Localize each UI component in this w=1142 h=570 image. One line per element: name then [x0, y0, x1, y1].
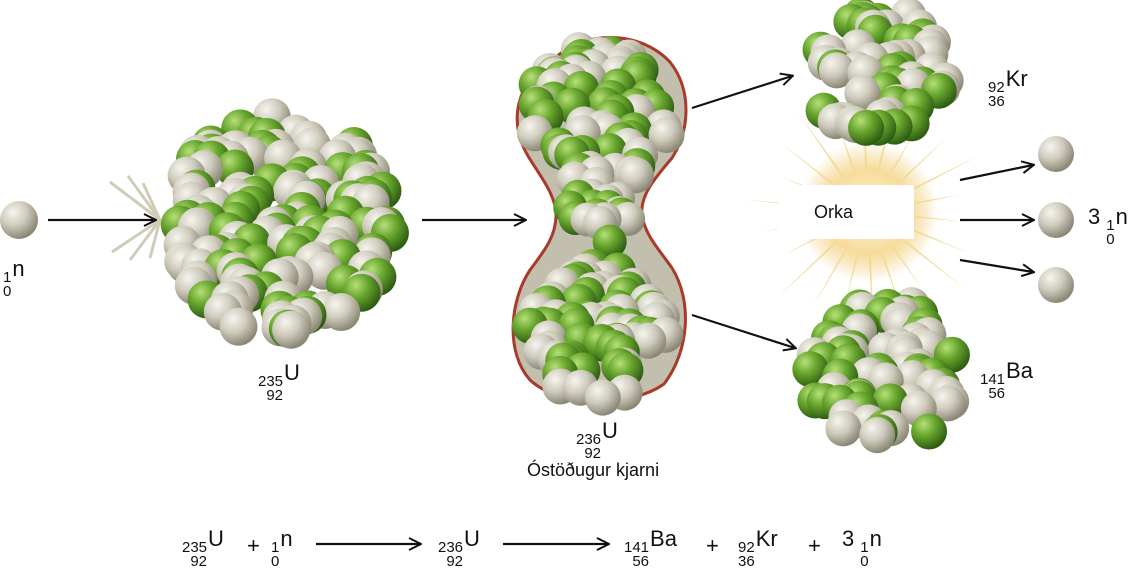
- output-neutron: [1038, 267, 1074, 303]
- mass-number: 1: [860, 539, 869, 556]
- atomic-number: 0: [271, 553, 280, 570]
- mass-number: 92: [988, 79, 1005, 96]
- kr92-nucleon: [844, 75, 881, 112]
- reaction-arrow: [691, 76, 792, 110]
- atomic-number: 36: [988, 93, 1005, 111]
- element-symbol: U: [208, 526, 224, 551]
- output-neutron: [1038, 202, 1074, 238]
- reaction-arrow: [959, 165, 1033, 182]
- mass-number: 141: [980, 371, 1006, 388]
- element-symbol: n: [869, 526, 882, 551]
- atomic-number: 36: [738, 553, 755, 570]
- equation-plus-3: +: [808, 533, 821, 558]
- u235-nucleon: [272, 310, 311, 349]
- mass-number: 1: [3, 269, 12, 286]
- mass-number: 235: [182, 539, 208, 556]
- ba141-nucleon: [929, 385, 966, 422]
- coefficient: 3: [842, 526, 855, 551]
- mass-number: 236: [576, 431, 602, 448]
- u236-nucleon: [584, 379, 621, 416]
- mass-number: 1: [1106, 217, 1115, 234]
- mass-number: 236: [438, 539, 464, 556]
- u236-nucleon: [611, 201, 646, 236]
- output-neutron: [1038, 136, 1074, 172]
- atomic-number: 0: [3, 283, 12, 301]
- impact-line: [148, 219, 162, 259]
- element-symbol: Kr: [1005, 66, 1028, 91]
- element-symbol: Kr: [755, 526, 778, 551]
- equation-plus-1: +: [247, 533, 260, 558]
- atomic-number: 0: [860, 553, 869, 570]
- ba141-nucleon: [792, 351, 829, 388]
- atomic-number: 92: [190, 553, 208, 570]
- nucleon-clusters: [0, 0, 1074, 454]
- element-symbol: U: [284, 360, 300, 385]
- u235-nucleon: [322, 293, 361, 332]
- element-symbol: Ba: [1006, 358, 1033, 383]
- unstable-nucleus-caption: Óstöðugur kjarni: [527, 460, 660, 480]
- ba141-nucleon: [911, 413, 948, 450]
- reaction-arrow: [691, 313, 795, 348]
- atomic-number: 56: [632, 553, 650, 570]
- kr92-nucleon: [848, 109, 885, 146]
- reaction-arrows: [48, 76, 1033, 544]
- element-symbol: U: [464, 526, 480, 551]
- mass-number: 92: [738, 539, 755, 556]
- u235-nucleon: [219, 307, 258, 346]
- coefficient: 3: [1088, 204, 1101, 229]
- kr92-nucleon: [818, 52, 855, 89]
- u236-nucleon: [648, 117, 685, 154]
- element-symbol: n: [280, 526, 293, 551]
- atomic-number: 92: [446, 553, 464, 570]
- atomic-number: 56: [988, 385, 1006, 403]
- reaction-arrow: [959, 258, 1033, 272]
- mass-number: 235: [258, 373, 284, 390]
- element-symbol: Ba: [650, 526, 677, 551]
- energy-label-box: Orka: [778, 185, 914, 239]
- mass-number: 1: [271, 539, 280, 556]
- ba141-nucleon: [825, 410, 862, 447]
- element-symbol: n: [1115, 204, 1128, 229]
- mass-number: 141: [624, 539, 650, 556]
- equation-plus-2: +: [706, 533, 719, 558]
- element-symbol: n: [12, 256, 25, 281]
- u236-nucleon: [592, 224, 627, 259]
- impact-line: [126, 175, 162, 221]
- atomic-number: 92: [266, 387, 284, 405]
- ba141-nucleon: [859, 417, 896, 454]
- incoming-neutron: [0, 201, 38, 239]
- element-symbol: U: [602, 418, 618, 443]
- impact-line: [141, 182, 162, 221]
- atomic-number: 0: [1106, 231, 1115, 249]
- energy-label: Orka: [814, 201, 854, 222]
- atomic-number: 92: [584, 445, 602, 463]
